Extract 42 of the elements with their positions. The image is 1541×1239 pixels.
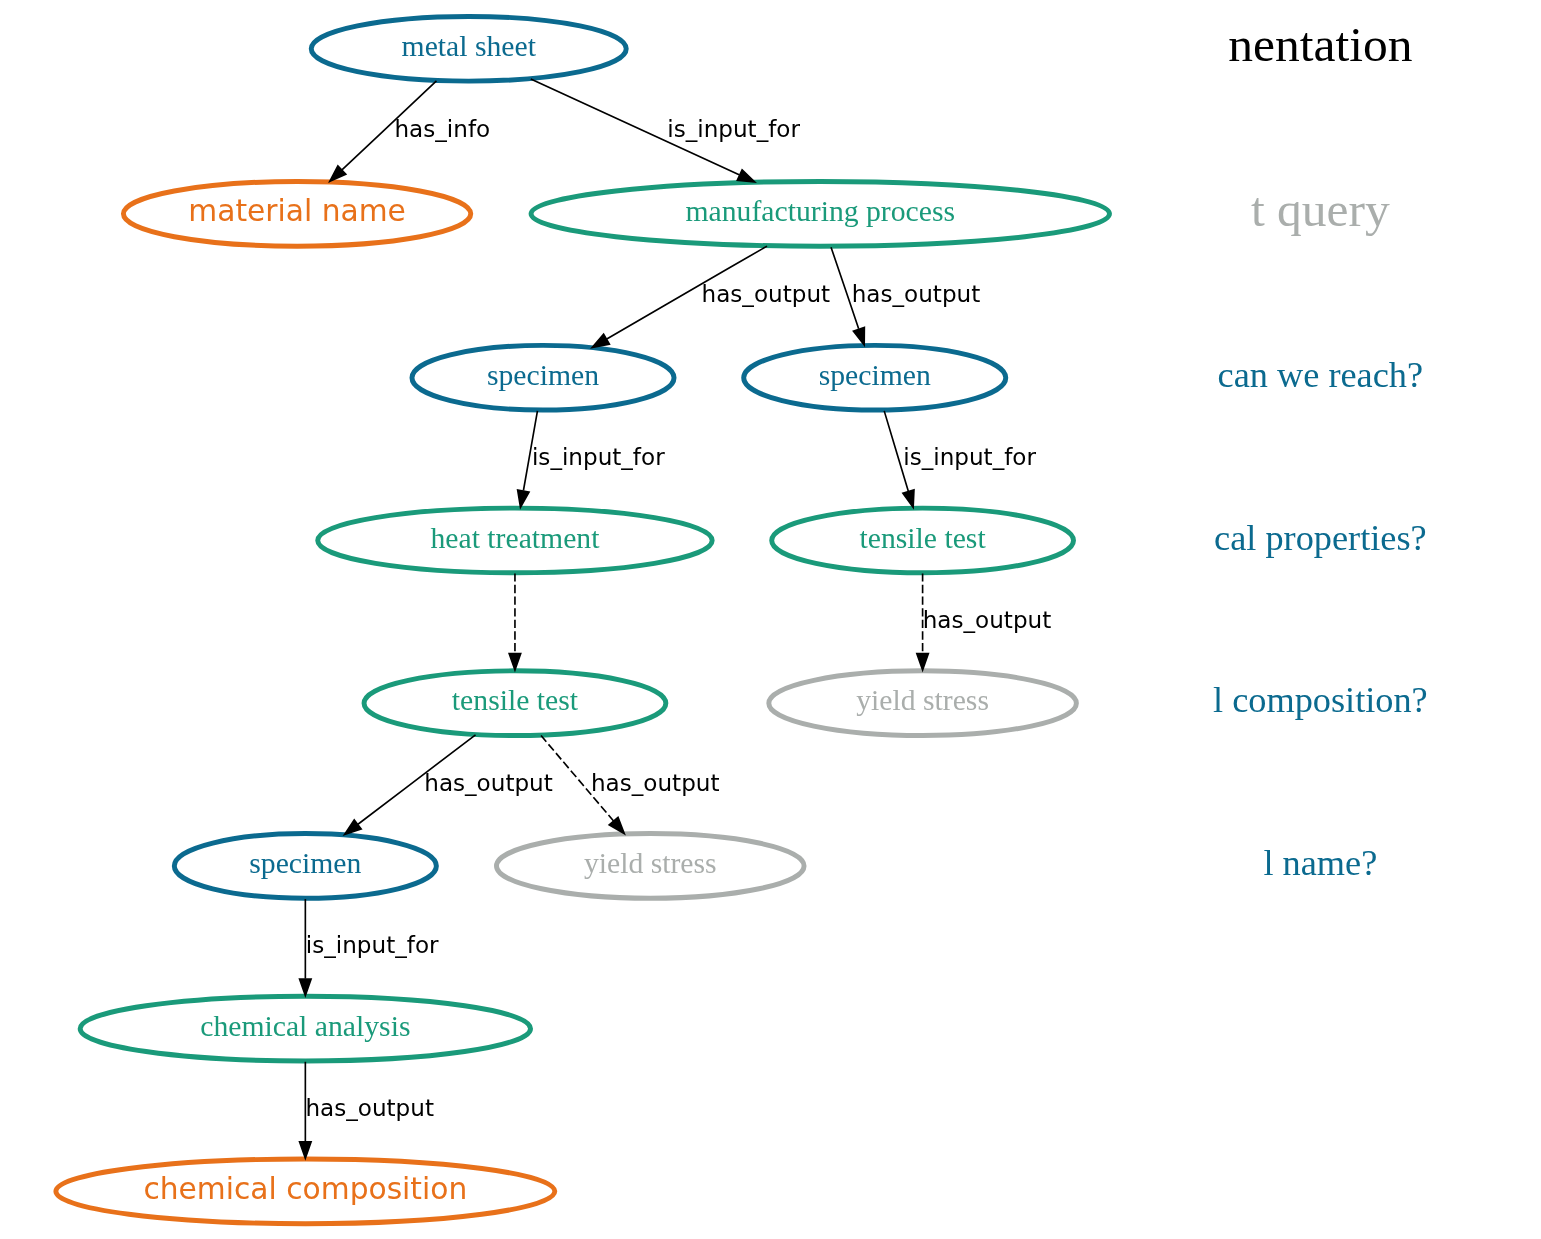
label: t query: [1250, 182, 1390, 238]
edge-label: has_output: [851, 281, 981, 308]
edge-label: has_output: [922, 606, 1052, 633]
edge-label: has_output: [305, 1095, 434, 1122]
node-ellipse: material name: [120, 179, 474, 249]
arrow: [516, 410, 539, 510]
node-ellipse: tensile test: [361, 668, 669, 738]
label: l name?: [1263, 843, 1378, 884]
edge-label: has_output: [590, 769, 720, 796]
arrow: [540, 734, 626, 836]
arrow: [590, 245, 768, 349]
node-ellipse: specimen: [741, 342, 1009, 413]
node-ellipse: yield stress: [766, 668, 1079, 738]
arrow: [915, 572, 930, 673]
edge-label: is_input_for: [903, 444, 1036, 471]
node-ellipse: specimen: [409, 342, 677, 413]
arrow: [298, 898, 313, 999]
node-ellipse: manufacturing process: [528, 179, 1112, 249]
arrow: [342, 734, 477, 836]
node-ellipse: tensile test: [769, 505, 1076, 576]
arrow: [830, 246, 866, 348]
edge-label: is_input_for: [531, 444, 665, 471]
node-ellipse: metal sheet: [308, 13, 629, 84]
arrow: [883, 410, 915, 510]
label: cal properties?: [1214, 517, 1427, 558]
arrow: [328, 80, 438, 184]
node-ellipse: heat treatment: [315, 505, 715, 576]
label: nentation: [1228, 17, 1413, 73]
node-ellipse: specimen: [171, 831, 439, 901]
edge-label: has_output: [701, 281, 831, 308]
node-ellipse: chemical analysis: [77, 993, 533, 1064]
label: can we reach?: [1217, 354, 1424, 395]
node-ellipse: chemical composition: [53, 1156, 558, 1227]
node-ellipse: yield stress: [494, 831, 807, 901]
arrow: [298, 1060, 313, 1161]
label: l composition?: [1212, 680, 1428, 721]
edge-label: has_info: [394, 116, 491, 143]
edge-label: is_input_for: [667, 116, 800, 143]
arrow: [508, 572, 522, 673]
edge-label: has_output: [424, 769, 553, 796]
edge-label: is_input_for: [305, 932, 439, 959]
arrow: [529, 78, 757, 184]
